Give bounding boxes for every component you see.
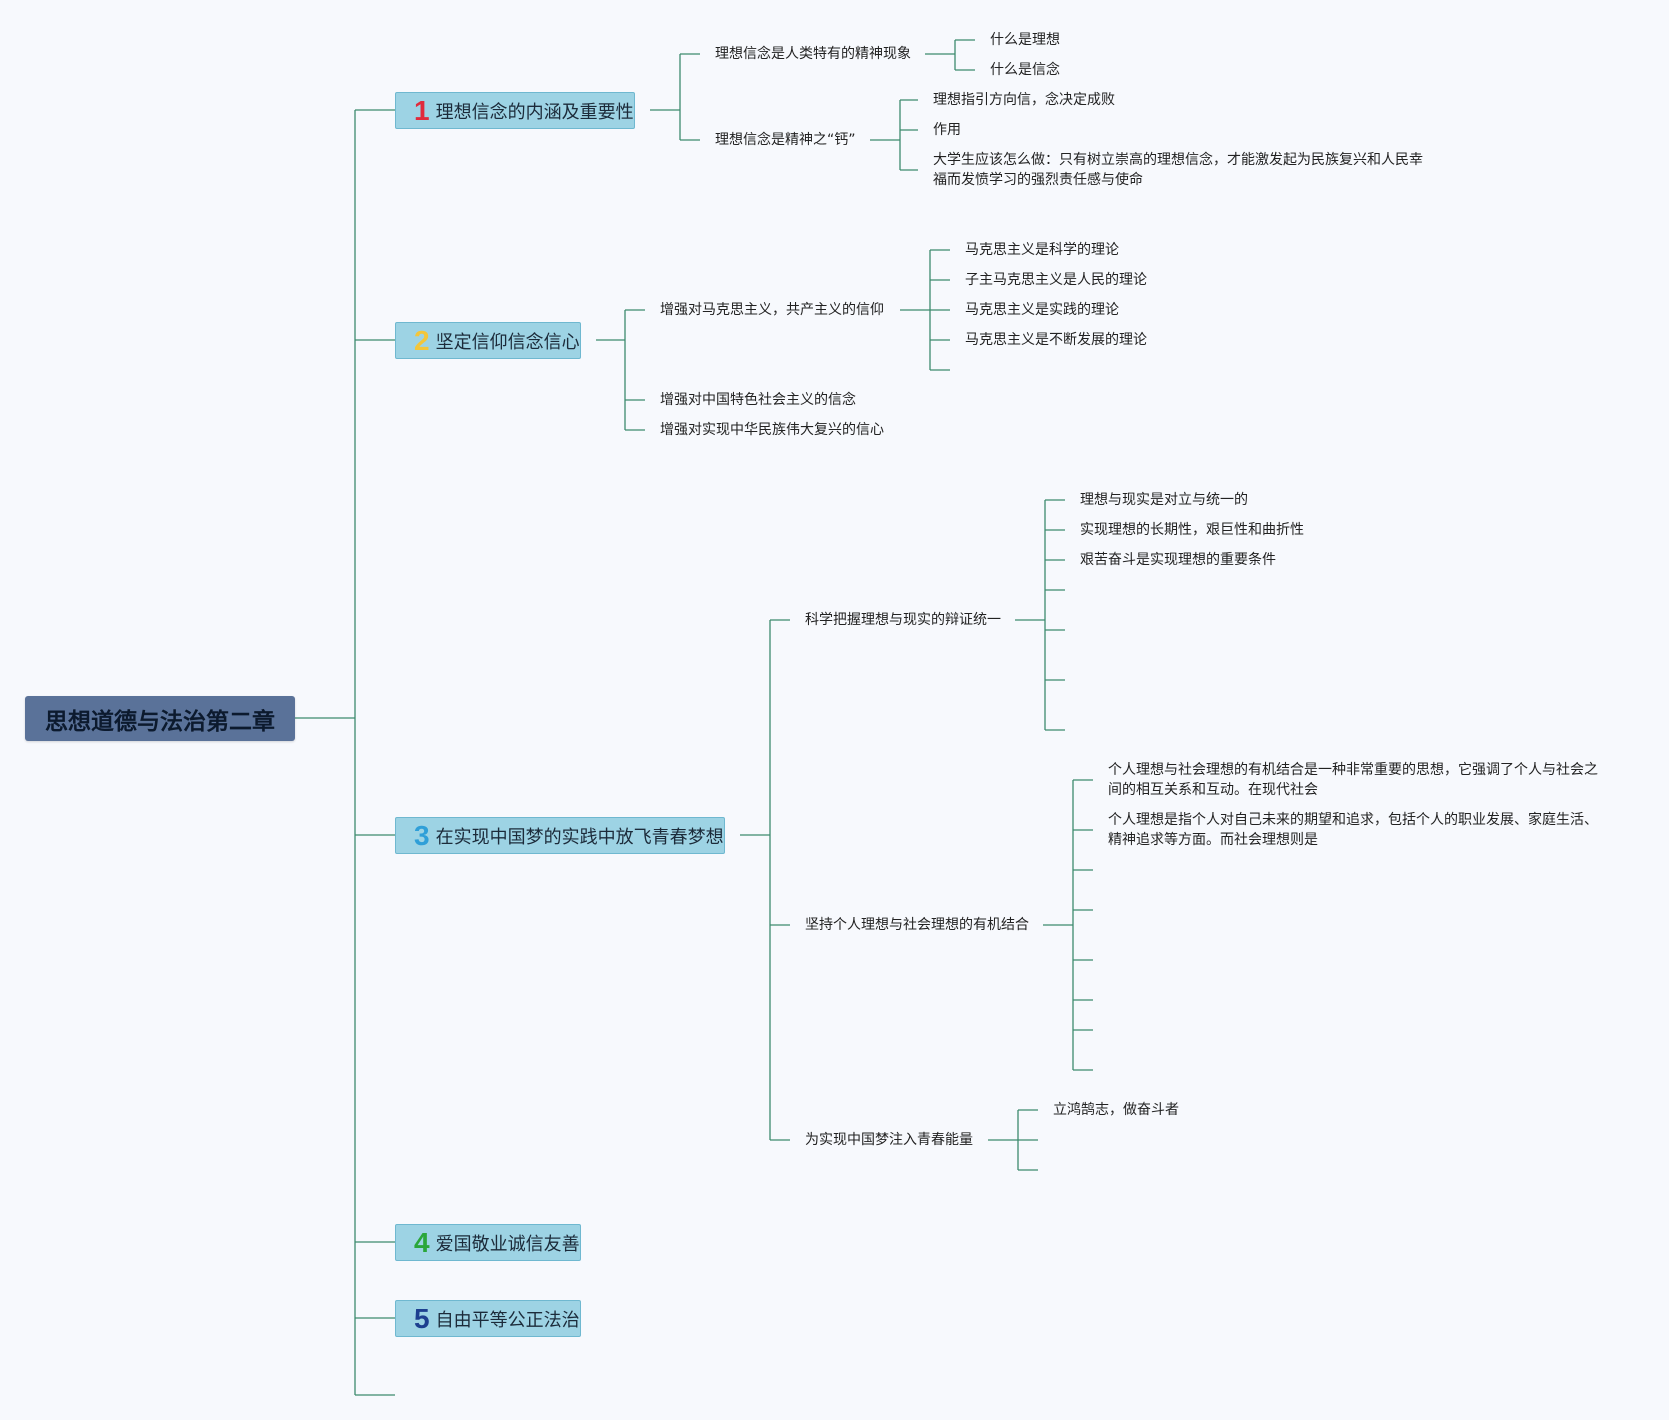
leaf-3b-1[interactable]: 个人理想与社会理想的有机结合是一种非常重要的思想，它强调了个人与社会之间的相互关… bbox=[1108, 762, 1598, 798]
leaf-3a-3[interactable]: 艰苦奋斗是实现理想的重要条件 bbox=[1080, 552, 1276, 568]
central-topic[interactable]: 思想道德与法治第二章 bbox=[25, 696, 295, 741]
leaf-3b-2[interactable]: 个人理想是指个人对自己未来的期望和追求，包括个人的职业发展、家庭生活、精神追求等… bbox=[1108, 812, 1598, 848]
topic-label-3: 在实现中国梦的实践中放飞青春梦想 bbox=[435, 826, 724, 848]
subtopic-2b[interactable]: 增强对中国特色社会主义的信念 bbox=[660, 392, 856, 408]
main-topic-4[interactable]: 4 爱国敬业诚信友善 bbox=[395, 1224, 581, 1261]
subtopic-1a[interactable]: 理想信念是人类特有的精神现象 bbox=[715, 46, 911, 62]
subtopic-2a[interactable]: 增强对马克思主义，共产主义的信仰 bbox=[660, 302, 884, 318]
topic-number-2: 2 bbox=[414, 324, 430, 356]
topic-number-5: 5 bbox=[414, 1302, 430, 1334]
leaf-3a-1[interactable]: 理想与现实是对立与统一的 bbox=[1080, 492, 1248, 508]
topic-label-4: 爱国敬业诚信友善 bbox=[435, 1233, 580, 1255]
leaf-1b-2[interactable]: 作用 bbox=[933, 122, 961, 138]
topic-number-4: 4 bbox=[414, 1226, 430, 1258]
leaf-2a-4[interactable]: 马克思主义是不断发展的理论 bbox=[965, 332, 1147, 348]
topic-number-3: 3 bbox=[414, 819, 430, 851]
leaf-1a-2[interactable]: 什么是信念 bbox=[990, 62, 1060, 78]
topic-label-1: 理想信念的内涵及重要性 bbox=[435, 101, 634, 123]
subtopic-1b[interactable]: 理想信念是精神之“钙” bbox=[715, 132, 856, 148]
topic-label-2: 坚定信仰信念信心 bbox=[435, 331, 580, 353]
topic-number-1: 1 bbox=[414, 94, 430, 126]
main-topic-5[interactable]: 5 自由平等公正法治 bbox=[395, 1300, 581, 1337]
topic-label-5: 自由平等公正法治 bbox=[435, 1309, 580, 1331]
subtopic-3c[interactable]: 为实现中国梦注入青春能量 bbox=[805, 1132, 973, 1148]
subtopic-3a[interactable]: 科学把握理想与现实的辩证统一 bbox=[805, 612, 1001, 628]
main-topic-2[interactable]: 2 坚定信仰信念信心 bbox=[395, 322, 581, 359]
leaf-3c-1[interactable]: 立鸿鹄志，做奋斗者 bbox=[1053, 1102, 1179, 1118]
leaf-1b-1[interactable]: 理想指引方向信，念决定成败 bbox=[933, 92, 1115, 108]
leaf-2a-2[interactable]: 子主马克思主义是人民的理论 bbox=[965, 272, 1147, 288]
leaf-2a-1[interactable]: 马克思主义是科学的理论 bbox=[965, 242, 1119, 258]
subtopic-2c[interactable]: 增强对实现中华民族伟大复兴的信心 bbox=[660, 422, 884, 438]
main-topic-1[interactable]: 1 理想信念的内涵及重要性 bbox=[395, 92, 635, 129]
leaf-2a-3[interactable]: 马克思主义是实践的理论 bbox=[965, 302, 1119, 318]
leaf-1b-3[interactable]: 大学生应该怎么做：只有树立崇高的理想信念，才能激发起为民族复兴和人民幸福而发愤学… bbox=[933, 152, 1423, 188]
subtopic-3b[interactable]: 坚持个人理想与社会理想的有机结合 bbox=[805, 917, 1029, 933]
main-topic-3[interactable]: 3 在实现中国梦的实践中放飞青春梦想 bbox=[395, 817, 725, 854]
leaf-3a-2[interactable]: 实现理想的长期性，艰巨性和曲折性 bbox=[1080, 522, 1304, 538]
leaf-1a-1[interactable]: 什么是理想 bbox=[990, 32, 1060, 48]
